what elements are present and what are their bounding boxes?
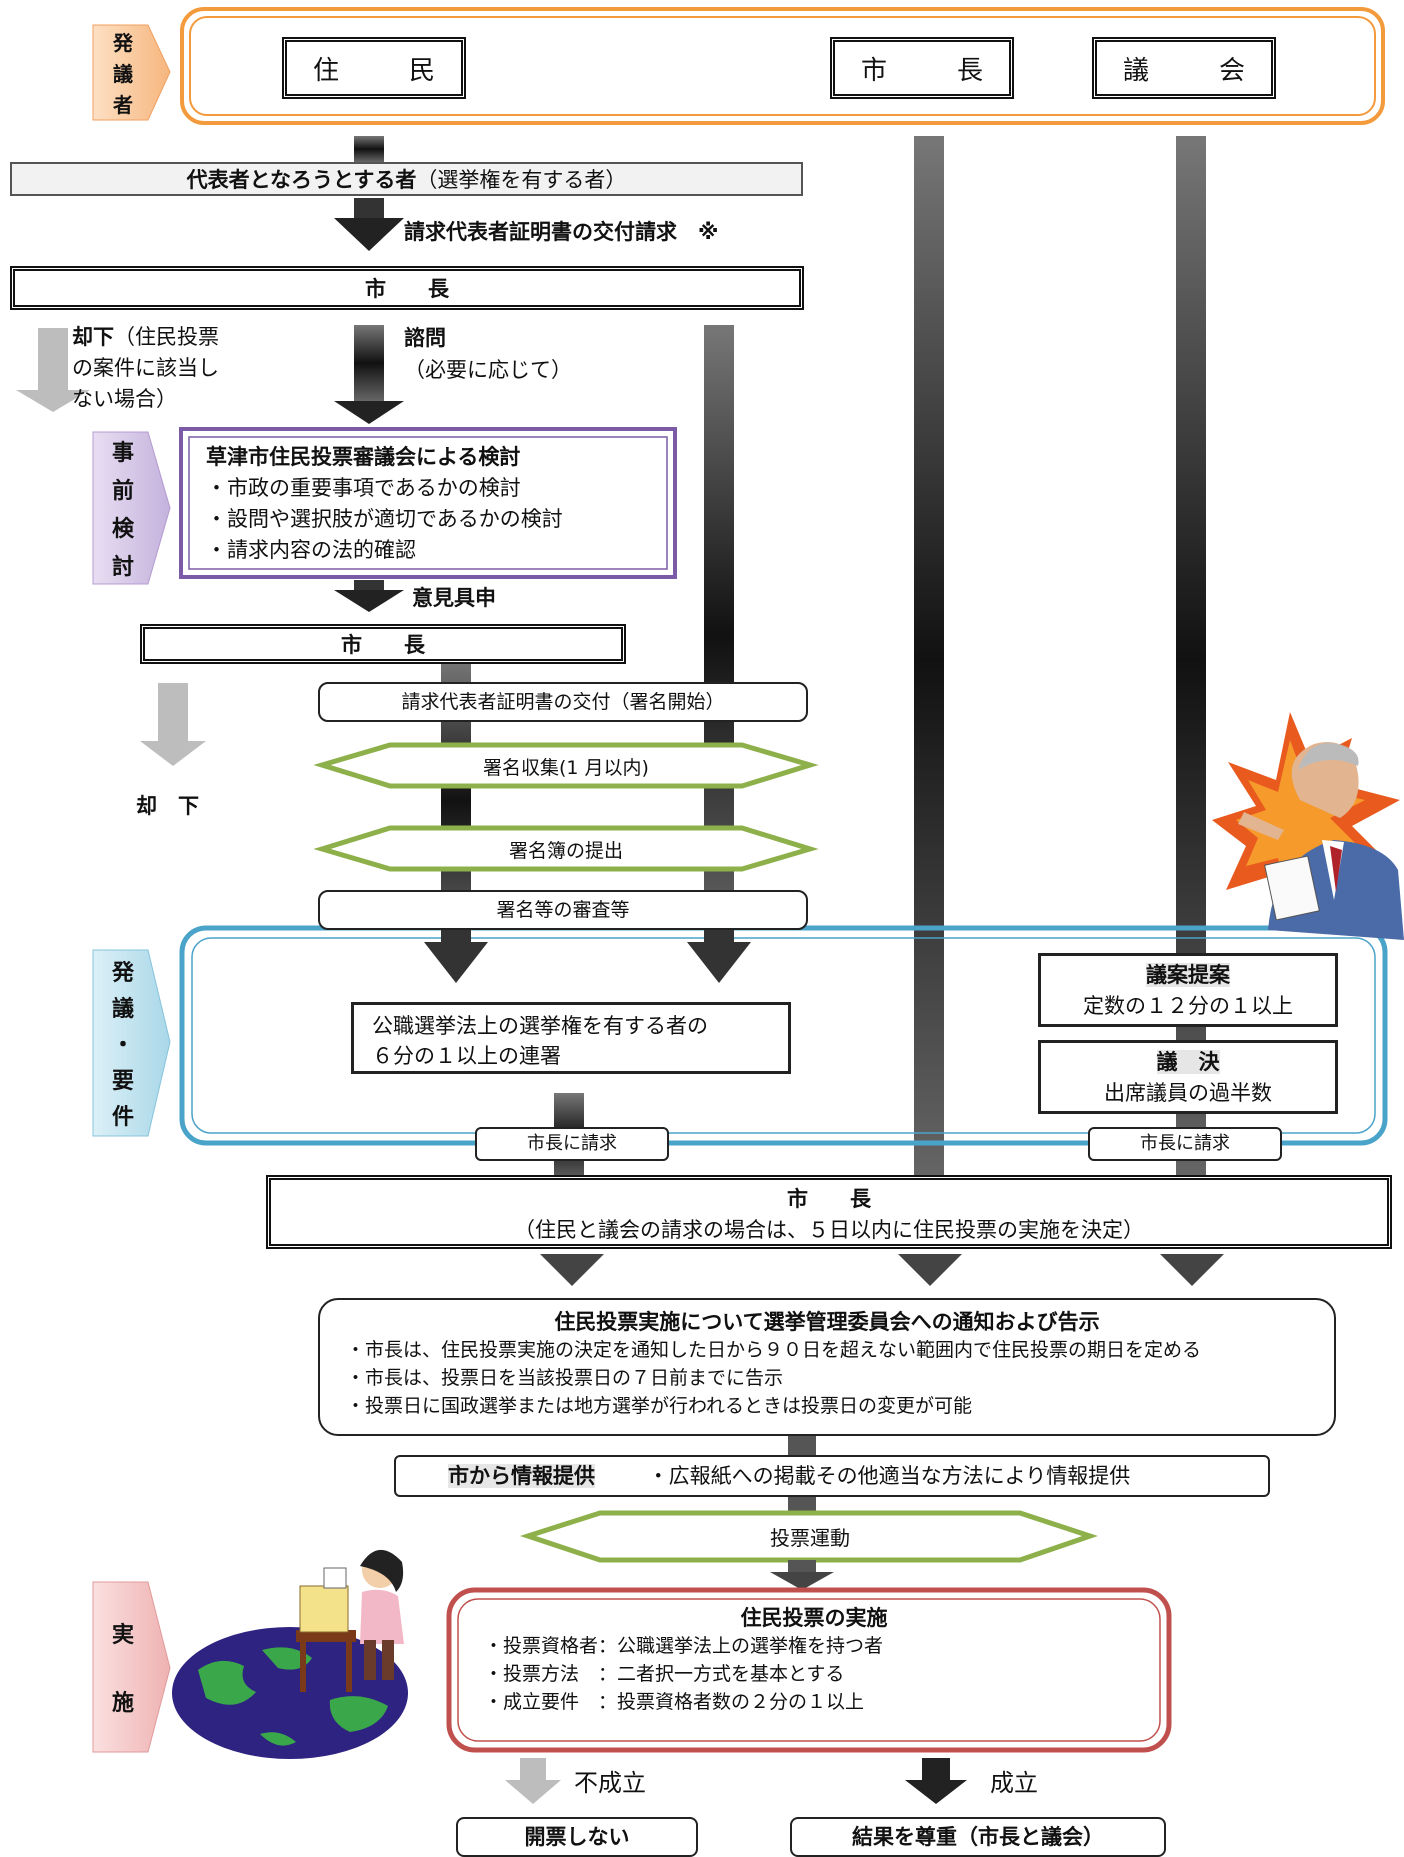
info-title: 市から情報提供 [448, 1464, 595, 1488]
info-text: ・広報紙への掲載その他適当な方法により情報提供 [647, 1464, 1131, 1488]
execution-frame [446, 1587, 1172, 1753]
stage-tag-requirements [92, 949, 171, 1137]
request-certificate-label: 請求代表者証明書の交付請求 ※ [404, 220, 719, 244]
issue-certificate-step: 請求代表者証明書の交付（署名開始） [318, 682, 808, 722]
execution-title: 住民投票の実施 [740, 1606, 888, 1630]
mayor-box-2: 市 長 [140, 624, 626, 664]
representative-box: 代表者となろうとする者（選挙権を有する者） [10, 162, 803, 196]
notice-title: 住民投票実施について選挙管理委員会への通知および告示 [554, 1310, 1100, 1334]
initiator-residents: 住 民 [282, 37, 466, 99]
notice-item: ・市長は、投票日を当該投票日の７日前までに告示 [346, 1367, 784, 1389]
no-open-box: 開票しない [456, 1817, 698, 1857]
execution-item: ・投票資格者：公職選挙法上の選挙権を持つ者 [484, 1635, 884, 1657]
mayor-flow-bar [914, 136, 944, 1183]
stage-tag-initiator [92, 24, 171, 121]
initiator-council: 議 会 [1092, 37, 1276, 99]
submit-step-label: 署名簿の提出 [508, 840, 623, 862]
success-label: 成立 [990, 1769, 1038, 1797]
stage-initiator-label: 発議者 [113, 31, 133, 117]
initiator-mayor: 市 長 [830, 37, 1014, 99]
stage-tag-pre-review [92, 431, 171, 585]
opinion-label: 意見具申 [412, 586, 496, 610]
council-request-mayor: 市長に請求 [1088, 1127, 1282, 1161]
representative-note: （選挙権を有する者） [416, 168, 627, 192]
info-box: 市から情報提供 ・広報紙への掲載その他適当な方法により情報提供 [394, 1455, 1270, 1497]
collect-hexagon [313, 742, 819, 789]
notice-item: ・投票日に国政選挙または地方選挙が行われるときは投票日の変更が可能 [346, 1395, 973, 1417]
consult-note: （必要に応じて） [404, 358, 572, 382]
council-review-content: 草津市住民投票審議会による検討 ・市政の重要事項であるかの検討 ・設問や選択肢が… [206, 445, 563, 562]
initiator-frame [180, 7, 1385, 125]
council-review-title: 草津市住民投票審議会による検討 [206, 445, 521, 469]
council-proposal-box: 議案提案定数の１２分の１以上 [1038, 953, 1338, 1027]
campaign-label: 投票運動 [770, 1526, 850, 1550]
consult-label: 諮問 [404, 326, 446, 350]
mayor-decision-title: 市 長 [787, 1187, 871, 1211]
execution-item: ・投票方法 ：二者択一方式を基本とする [484, 1663, 845, 1685]
collect-step-label: 署名収集(1 月以内) [483, 757, 649, 779]
execution-item: ・成立要件 ：投票資格者数の２分の１以上 [484, 1691, 865, 1713]
campaign-hexagon [519, 1510, 1098, 1563]
stage-execution-label: 実施 [111, 1623, 134, 1716]
execution-content: 住民投票の実施 ・投票資格者：公職選挙法上の選挙権を持つ者 ・投票方法 ：二者択… [484, 1604, 1144, 1716]
mayor-decision-box: 市 長 （住民と議会の請求の場合は、５日以内に住民投票の実施を決定） [266, 1175, 1392, 1249]
reject-label: 却 下 [136, 794, 199, 818]
notice-item: ・市長は、住民投票実施の決定を通知した日から９０日を超えない範囲内で住民投票の期… [346, 1339, 1202, 1361]
mayor-box-1: 市 長 [10, 266, 804, 310]
voting-globe-illustration [172, 1549, 408, 1759]
stage-pre-review-label: 事前検討 [111, 441, 134, 580]
notice-box: 住民投票実施について選挙管理委員会への通知および告示 ・市長は、住民投票実施の決… [318, 1298, 1336, 1436]
mayor-decision-text: （住民と議会の請求の場合は、５日以内に住民投票の実施を決定） [514, 1218, 1144, 1242]
stage-requirements-label: 発議・要件 [111, 961, 134, 1130]
submit-hexagon [313, 825, 819, 872]
council-review-frame [179, 427, 677, 579]
council-resolution-box: 議 決出席議員の過半数 [1038, 1040, 1338, 1114]
review-step: 署名等の審査等 [318, 890, 808, 930]
fail-label: 不成立 [574, 1769, 646, 1797]
representative-label: 代表者となろうとする者 [186, 168, 417, 192]
stage-tag-execution [92, 1581, 171, 1753]
angry-man-illustration [1212, 712, 1404, 940]
residents-request-mayor: 市長に請求 [475, 1127, 669, 1161]
rejection-note: 却下（住民投票 の案件に該当し ない場合） [72, 325, 219, 411]
respect-result-box: 結果を尊重（市長と議会） [790, 1817, 1166, 1857]
